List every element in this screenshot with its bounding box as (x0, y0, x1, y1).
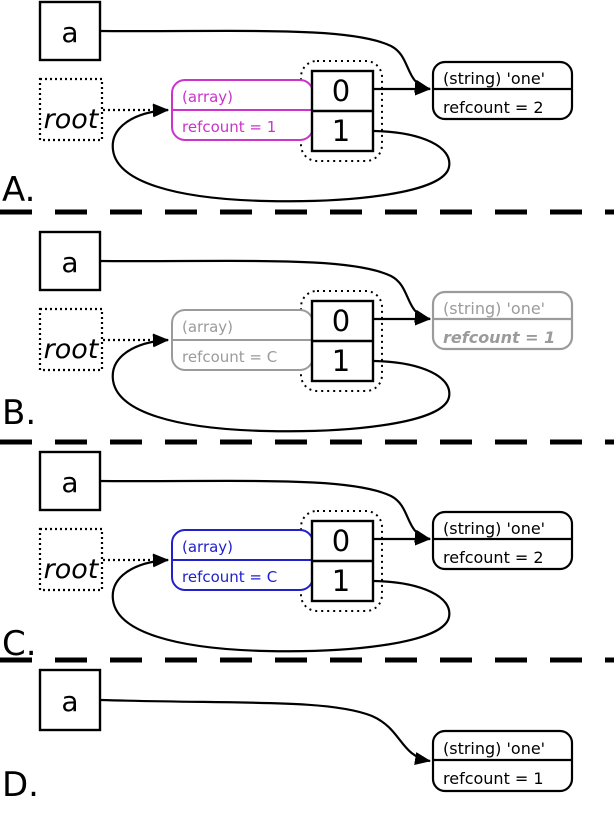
string-node: (string) 'one' refcount = 2 (431, 510, 574, 571)
variable-name: a (61, 685, 78, 718)
variable-box (38, 0, 102, 62)
panel-d: a (string) 'one' refcount = 1 D. (2, 668, 574, 805)
bucket-cell-1: 1 (332, 114, 350, 148)
string-refcount-label: refcount = 1 (443, 769, 544, 788)
string-type-label: (string) 'one' (443, 519, 545, 538)
string-refcount-label: refcount = 1 (443, 328, 555, 347)
root-box (38, 307, 104, 372)
panel-a: (array) refcount = 1 0 1 a root (string)… (2, 0, 574, 210)
string-node: (string) 'one' refcount = 2 (431, 60, 574, 121)
variable-name: a (61, 16, 78, 49)
bucket-cell-0: 0 (332, 304, 350, 338)
string-box (431, 60, 574, 121)
variable-box (38, 668, 102, 732)
bucket-cell-0: 0 (332, 74, 350, 108)
string-type-label: (string) 'one' (443, 739, 545, 758)
arrow-a-to-string (99, 259, 431, 323)
bucket-cell-1: 1 (332, 344, 350, 378)
arrow-a-to-string (99, 29, 431, 93)
arrow-cycle-loop (111, 104, 451, 203)
root-name: root (44, 554, 100, 585)
bucket-cell-1: 1 (332, 564, 350, 598)
root-node: root (38, 527, 104, 592)
array-node: (array) refcount = C (171, 529, 314, 591)
hashtable-dotted-container (300, 290, 383, 392)
string-refcount-label: refcount = 2 (443, 548, 544, 567)
variable-node: a (38, 0, 102, 62)
array-type-label: (array) (182, 88, 233, 106)
string-box (431, 290, 574, 351)
root-node: root (38, 307, 104, 372)
bucket-table: 0 1 (310, 519, 431, 603)
variable-name: a (61, 246, 78, 279)
string-type-label: (string) 'one' (443, 69, 545, 88)
variable-box (38, 230, 102, 292)
panel-letter: D. (2, 765, 39, 805)
panel-b: (array) refcount = C 0 1 a root (string)… (2, 230, 574, 433)
arrow-a-to-string (99, 479, 431, 543)
bucket-table: 0 1 (310, 299, 431, 383)
variable-node: a (38, 450, 102, 512)
root-name: root (44, 104, 100, 135)
variable-node: a (38, 668, 102, 732)
array-refcount-label: refcount = C (182, 568, 277, 586)
variable-box (38, 450, 102, 512)
root-name: root (44, 334, 100, 365)
variable-node: a (38, 230, 102, 292)
root-node: root (38, 77, 104, 142)
array-node: (array) refcount = C (171, 309, 314, 371)
string-node: (string) 'one' refcount = 1 (431, 729, 574, 793)
panel-letter: B. (2, 393, 36, 433)
string-refcount-label: refcount = 2 (443, 98, 544, 117)
root-box (38, 527, 104, 592)
variable-name: a (61, 466, 78, 499)
string-box (431, 510, 574, 571)
array-refcount-label: refcount = C (182, 348, 277, 366)
hashtable-dotted-container (300, 510, 383, 612)
bucket-table: 0 1 (310, 69, 431, 153)
hashtable-dotted-container (300, 60, 383, 162)
array-type-label: (array) (182, 538, 233, 556)
panel-c: (array) refcount = C 0 1 a root (string)… (2, 450, 574, 664)
bucket-cell-0: 0 (332, 524, 350, 558)
arrow-cycle-loop (111, 554, 451, 653)
arrow-a-to-string (99, 698, 431, 765)
string-node: (string) 'one' refcount = 1 (431, 290, 574, 351)
panel-letter: A. (2, 170, 35, 210)
root-box (38, 77, 104, 142)
panel-letter: C. (2, 624, 37, 664)
array-refcount-label: refcount = 1 (182, 118, 276, 136)
arrow-cycle-loop (111, 334, 451, 433)
array-node: (array) refcount = 1 (171, 79, 314, 141)
array-type-label: (array) (182, 318, 233, 336)
string-type-label: (string) 'one' (443, 299, 545, 318)
